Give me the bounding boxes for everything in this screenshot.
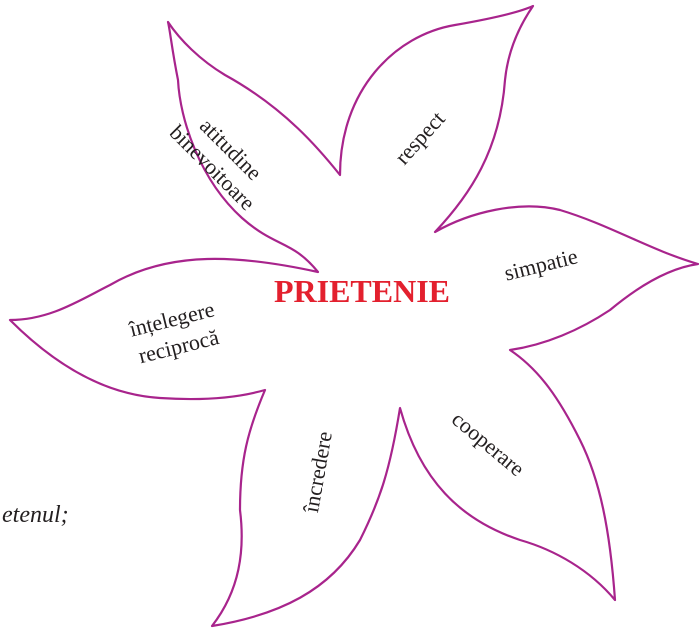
- petal-label-intelegere-reciproca: înțelegere reciprocă: [126, 296, 222, 368]
- petal-label-line: încredere: [298, 429, 337, 515]
- petal-label-respect: respect: [389, 106, 449, 169]
- petal-label-cooperare: cooperare: [447, 406, 530, 481]
- petal-label-simpatie: simpatie: [502, 243, 580, 285]
- petal-label-line: simpatie: [502, 243, 580, 285]
- flower-outline: [8, 4, 699, 628]
- cropped-text-fragment: etenul;: [2, 502, 69, 528]
- petal-label-incredere: încredere: [298, 429, 337, 515]
- center-label: PRIETENIE: [274, 273, 450, 309]
- petal-label-line: cooperare: [447, 406, 530, 481]
- petal-label-atitudine-binevoitoare: atitudine binevoitoare: [165, 113, 267, 215]
- petal-label-line: respect: [389, 106, 449, 169]
